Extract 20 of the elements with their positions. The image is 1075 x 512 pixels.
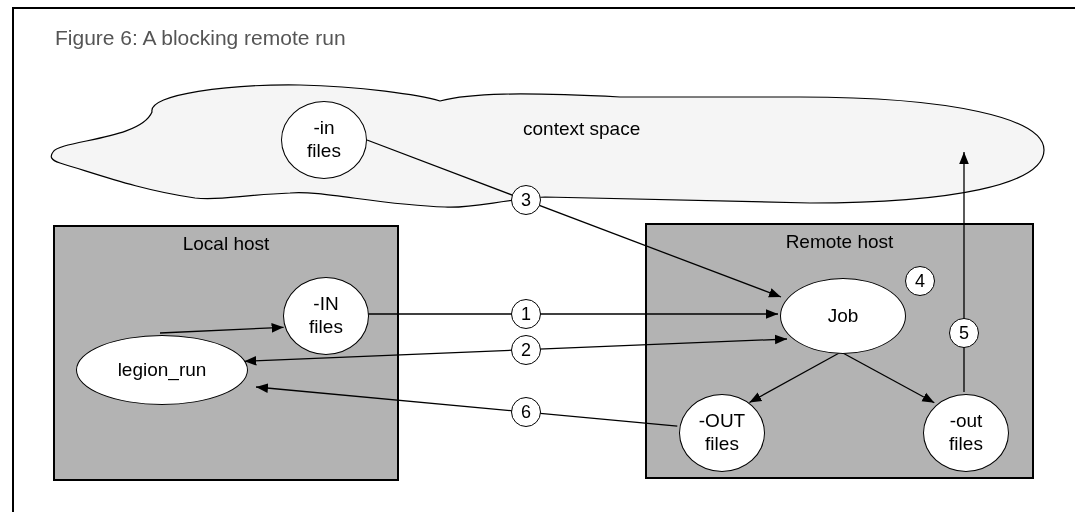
edge-label: 1 [511, 299, 541, 329]
cloud-label: context space [523, 118, 641, 140]
figure-title: Figure 6: A blocking remote run [55, 26, 346, 50]
host-box [645, 223, 1034, 479]
arrow [366, 139, 782, 298]
arrow [243, 334, 788, 366]
ellipse-node: legion_run [76, 335, 248, 405]
host-title: Remote host [784, 231, 895, 253]
arrow [159, 323, 285, 334]
cloud-shape [53, 84, 1045, 209]
ellipse-node: -out files [923, 394, 1009, 472]
ellipse-node: Job [780, 278, 906, 354]
host-title: Local host [181, 233, 271, 255]
ellipse-node: -IN files [283, 277, 369, 355]
arrow [255, 383, 678, 427]
edge-label: 2 [511, 334, 541, 365]
ellipse-node: -OUT files [679, 394, 765, 472]
host-box [53, 225, 399, 481]
edge-label: 6 [511, 397, 541, 428]
arrow [366, 309, 779, 319]
